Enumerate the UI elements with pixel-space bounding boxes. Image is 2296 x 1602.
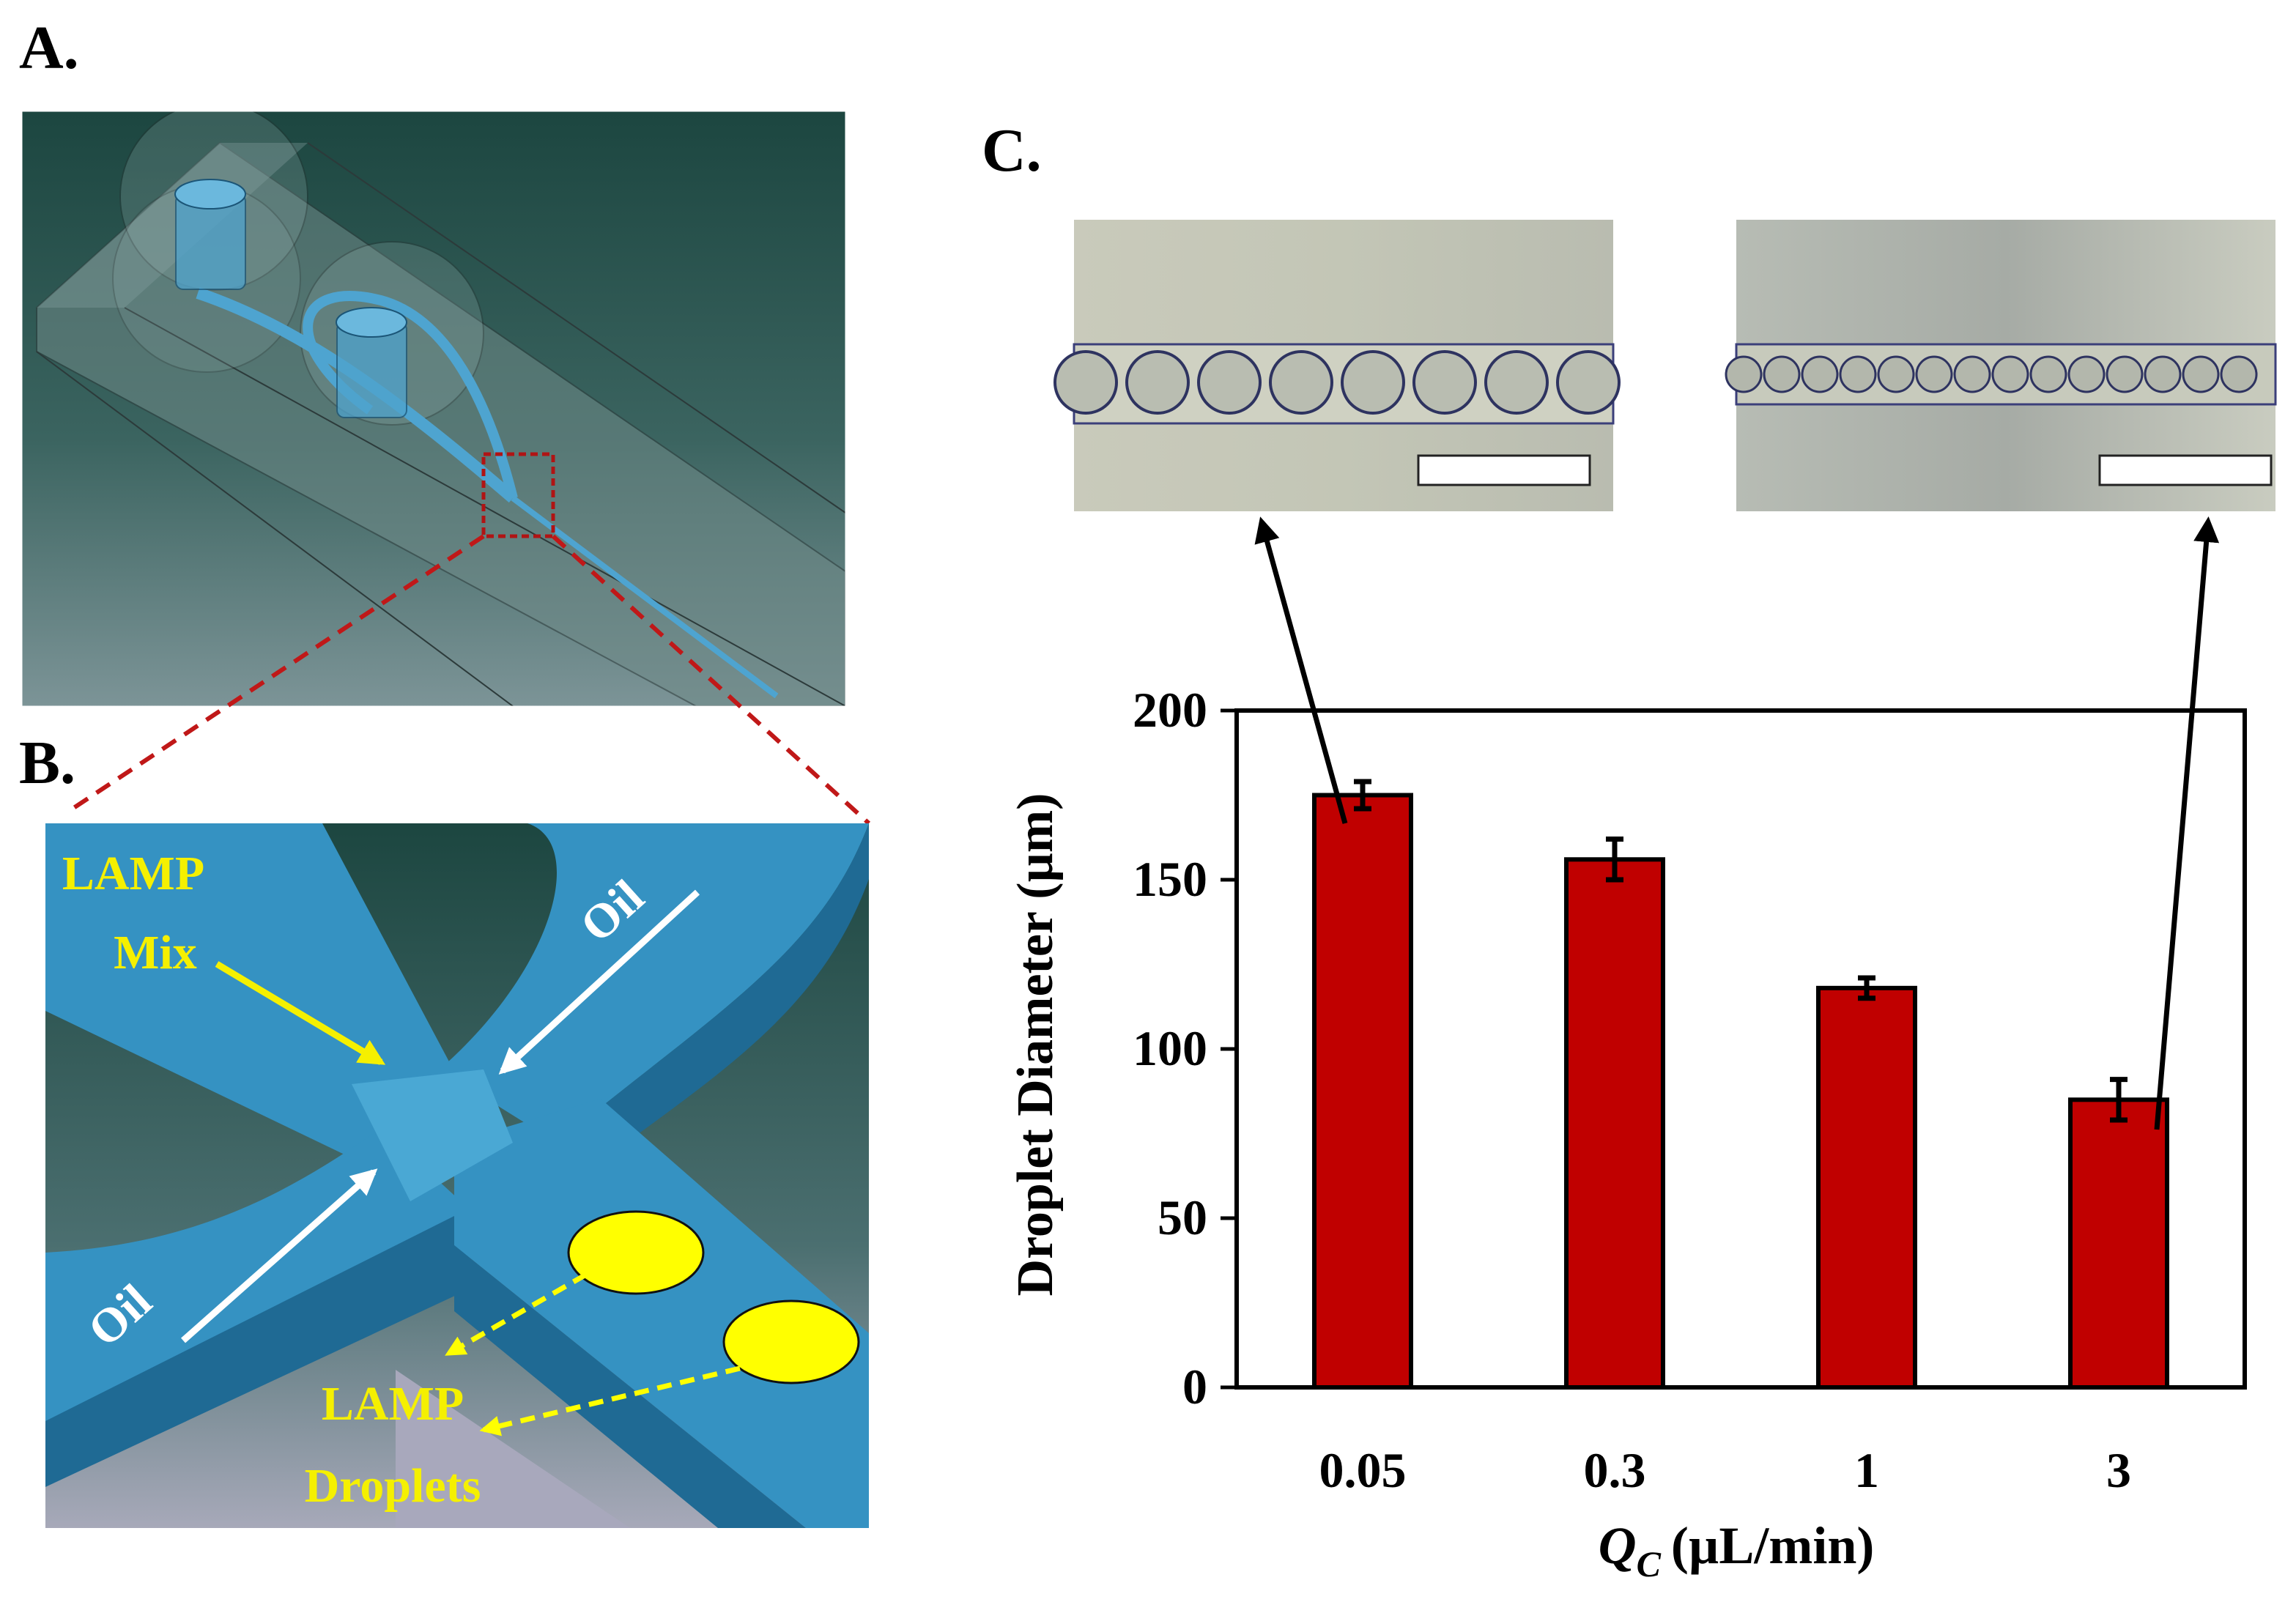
oil-top-arrow [498, 889, 700, 1075]
callout-arrow-left [1254, 516, 1348, 824]
zoom-region-box [481, 452, 555, 538]
x-axis-symbol: Q [1599, 1516, 1637, 1575]
micro-droplet [1877, 355, 1915, 393]
panel-label-b: B. [19, 729, 76, 797]
chip-render-panel [22, 111, 845, 706]
zoom-line-right [551, 534, 871, 826]
scale-bar-left [1417, 454, 1591, 486]
x-tick-label: 1 [1854, 1442, 1879, 1498]
lamp-mix-label-line2: Mix [114, 926, 197, 979]
micro-droplet [1763, 355, 1801, 393]
oil-left-arrow [181, 1168, 378, 1343]
droplet-2 [722, 1299, 860, 1384]
y-tick-label: 100 [1133, 1020, 1207, 1076]
micro-droplet [2182, 355, 2220, 393]
junction-render-panel: LAMP Mix Oil Oil LAMP Droplets [45, 823, 869, 1528]
bar-3 [2068, 1097, 2169, 1390]
micro-droplet [1915, 355, 1953, 393]
micro-droplet [1053, 350, 1118, 415]
lamp-mix-label-line1: LAMP [62, 847, 204, 900]
y-tick-label: 150 [1133, 851, 1207, 907]
y-tick-label: 0 [1182, 1359, 1207, 1414]
micro-droplet [1269, 350, 1333, 415]
x-axis-title: QC(µL/min) [1599, 1516, 1875, 1584]
scale-bar-right [2098, 454, 2273, 486]
micrograph-left [1053, 220, 1621, 511]
micro-droplet [1341, 350, 1405, 415]
micro-droplet [1839, 355, 1877, 393]
micro-droplet [1197, 350, 1262, 415]
bar-chart: 0 50 100 150 200 0.05 0.3 1 3 Droplet Diameter … [1007, 682, 2247, 1584]
x-axis-unit: (µL/min) [1671, 1516, 1875, 1575]
lamp-droplets-label-line2: Droplets [305, 1459, 481, 1513]
micro-droplet [1725, 355, 1763, 393]
bar-1 [1816, 985, 1917, 1390]
x-axis-subscript: C [1637, 1543, 1662, 1584]
micro-droplet [1412, 350, 1477, 415]
bar-0.05 [1312, 793, 1413, 1390]
micro-droplet [2029, 355, 2067, 393]
micro-droplet [2067, 355, 2106, 393]
lamp-droplets-label-line1: LAMP [322, 1377, 464, 1431]
x-tick-label: 0.3 [1584, 1442, 1646, 1498]
y-tick-label: 50 [1158, 1190, 1207, 1245]
micro-droplet [1556, 350, 1621, 415]
micro-droplet [2220, 355, 2258, 393]
micro-droplet [1953, 355, 1991, 393]
droplet-arrow-2 [479, 1365, 741, 1436]
micro-droplet [1125, 350, 1190, 415]
micro-droplet [1484, 350, 1549, 415]
micro-droplet [1991, 355, 2029, 393]
micro-droplet [2106, 355, 2144, 393]
callout-arrow-right [2154, 516, 2220, 1130]
micrograph-right [1725, 220, 2277, 511]
y-tick-label: 200 [1133, 682, 1207, 738]
x-tick-label: 0.05 [1319, 1442, 1407, 1498]
lamp-mix-arrow [215, 961, 386, 1065]
panel-label-a: A. [19, 14, 79, 82]
micro-droplet [2144, 355, 2182, 393]
micro-droplet [1801, 355, 1839, 393]
panel-label-c: C. [982, 116, 1042, 185]
y-axis-title: Droplet Diameter (µm) [1007, 793, 1064, 1297]
bar-0.3 [1564, 857, 1665, 1390]
droplet-arrow-1 [445, 1272, 588, 1357]
zoom-line-left [64, 534, 485, 815]
droplet-1 [567, 1210, 705, 1295]
x-tick-label: 3 [2106, 1442, 2131, 1498]
